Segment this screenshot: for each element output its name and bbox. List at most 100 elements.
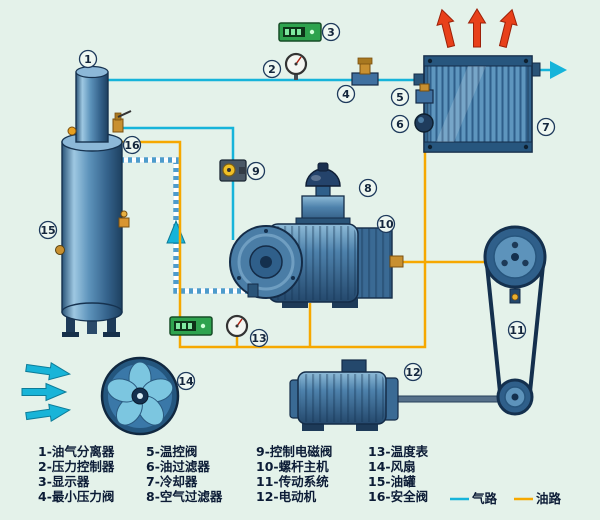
callout-2: 2 [262, 59, 282, 79]
callout-15-num: 15 [40, 224, 55, 237]
motor-shaft [395, 395, 505, 403]
display-dot [285, 29, 289, 35]
drive-pulley-hub [511, 253, 519, 261]
display-dot [297, 29, 301, 35]
callout-1: 1 [78, 49, 98, 69]
legend-item-12: 12-电动机 [256, 489, 317, 504]
oil-tank [55, 65, 132, 337]
intake-air-arrows [21, 362, 72, 422]
separator-vessel [75, 71, 109, 143]
callout-5: 5 [390, 87, 410, 107]
display-dot [182, 323, 186, 329]
callout-2-num: 2 [268, 63, 276, 76]
tank-side-fitting-handle [120, 210, 128, 218]
display-led [200, 323, 206, 329]
flange-bolt [264, 229, 268, 233]
pulley-hole [501, 259, 508, 267]
legend: 1-油气分离器 2-压力控制器 3-显示器 4-最小压力阀 5-温控阀 6-油过… [38, 444, 562, 506]
callout-10-num: 10 [378, 218, 394, 231]
solenoid-valve [219, 159, 247, 182]
intake-air-arrow [21, 382, 68, 402]
air-filter-highlight [311, 175, 321, 181]
air-filter-knob [317, 162, 329, 172]
legend-item-2: 2-压力控制器 [38, 459, 115, 474]
legend-item-16: 16-安全阀 [368, 489, 428, 504]
cooler-fins [427, 65, 529, 143]
callout-10: 10 [376, 214, 396, 234]
hot-air-arrow [467, 8, 487, 48]
display-dot [291, 29, 295, 35]
legend-item-15: 15-油罐 [368, 474, 416, 489]
min-valve-bonnet [359, 62, 371, 75]
callout-7: 7 [536, 117, 556, 137]
fan [100, 356, 180, 436]
tensioner-knob [511, 293, 519, 301]
intake-air-arrow [25, 403, 72, 422]
air-path-label: 气路 [471, 491, 498, 506]
inlet-port [247, 283, 259, 298]
display-dot [188, 323, 192, 329]
legend-item-11: 11-传动系统 [256, 474, 329, 489]
oil-pipe-loop [120, 132, 427, 349]
gauge-pivot [235, 324, 239, 328]
display-dot [176, 323, 180, 329]
display-led [309, 29, 315, 35]
callout-1-num: 1 [84, 53, 92, 66]
oil-filter-highlight [418, 117, 424, 123]
safety-valve [112, 110, 132, 133]
separator-left-fitting [67, 126, 77, 136]
pipes [106, 61, 567, 349]
legend-item-6: 6-油过滤器 [146, 459, 210, 474]
callout-13-num: 13 [251, 332, 266, 345]
transmission [483, 225, 547, 416]
legend-item-9: 9-控制电磁阀 [256, 444, 332, 459]
callout-11: 11 [507, 320, 527, 340]
legend-item-1: 1-油气分离器 [38, 444, 115, 459]
callout-13: 13 [249, 328, 269, 348]
pulley-hole [511, 241, 519, 249]
hot-air-arrows [436, 8, 518, 48]
tank-leg [107, 314, 116, 334]
callout-6: 6 [390, 114, 410, 134]
cooler-top-bar [423, 55, 533, 67]
tank-foot [103, 332, 120, 337]
callout-5-num: 5 [396, 91, 404, 104]
flange-bolt [237, 276, 241, 280]
air-outlet-arrow [550, 61, 567, 79]
motor-foot [302, 422, 324, 431]
callout-6-num: 6 [396, 118, 404, 131]
callout-3: 3 [321, 22, 341, 42]
callout-8: 8 [358, 178, 378, 198]
callout-12-num: 12 [405, 366, 420, 379]
legend-item-13: 13-温度表 [368, 444, 429, 459]
callout-11-num: 11 [509, 324, 524, 337]
temp-valve-body [415, 89, 434, 104]
legend-item-8: 8-空气过滤器 [146, 489, 223, 504]
cooler-bolt [427, 144, 433, 150]
callout-8-num: 8 [364, 182, 372, 195]
gauge-pivot [294, 62, 298, 66]
front-flange-hub [260, 256, 272, 268]
solenoid-stub [239, 167, 246, 174]
solenoid-coil-core [227, 168, 231, 172]
screw-foot [282, 298, 308, 308]
oil-path-label: 油路 [536, 491, 562, 506]
discharge-pipe-checks [122, 157, 253, 294]
screw-foot [332, 298, 358, 308]
tank-left-valve [55, 245, 65, 255]
separator-top-cap [75, 65, 109, 79]
cooler-bolt [523, 144, 529, 150]
safety-valve-body [112, 118, 124, 133]
temp-valve-bonnet [419, 83, 430, 92]
callout-14: 14 [176, 371, 196, 391]
gauge-stem [294, 72, 298, 80]
tank-body [61, 141, 123, 313]
legend-item-14: 14-风扇 [368, 459, 416, 474]
callouts: 1 2 3 4 5 6 7 8 9 10 11 12 13 14 15 16 [38, 22, 556, 391]
callout-15: 15 [38, 220, 58, 240]
cooler-bolt [523, 58, 529, 64]
callout-3-num: 3 [327, 26, 335, 39]
callout-14-num: 14 [178, 375, 194, 388]
